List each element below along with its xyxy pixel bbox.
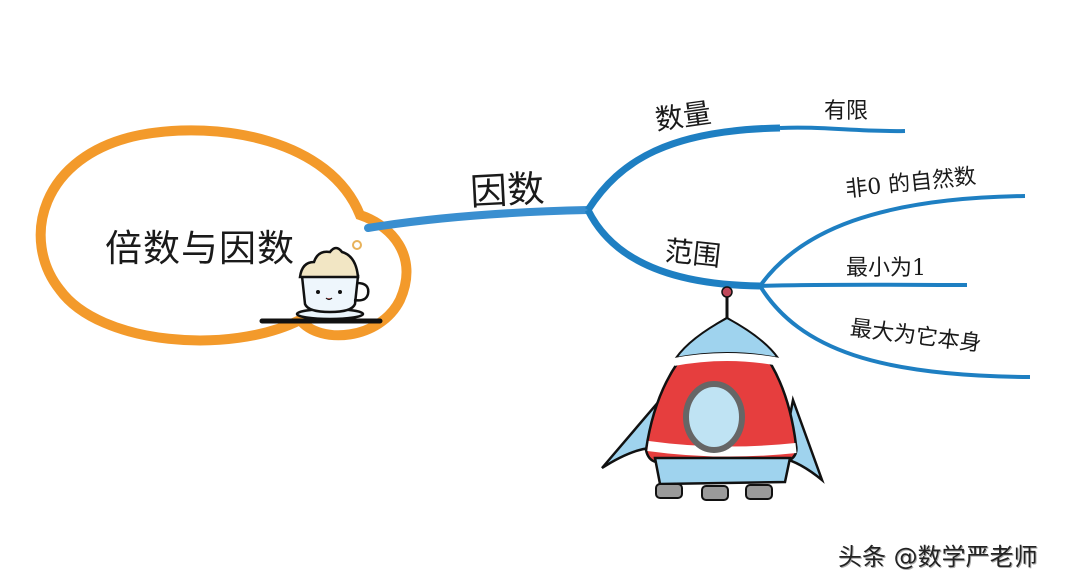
branch-fanwei-zuixiao xyxy=(759,282,968,288)
node-shuliang: 数量 xyxy=(653,96,714,137)
root-node-label: 倍数与因数 xyxy=(105,227,295,270)
branch-shuliang-youxian xyxy=(779,125,906,134)
node-fanwei: 范围 xyxy=(663,234,723,273)
branch-fanwei-zuida xyxy=(758,284,1031,379)
node-zuixiao: 最小为1 xyxy=(846,256,926,281)
node-youxian: 有限 xyxy=(824,99,869,124)
watermark: 头条 @数学严老师 xyxy=(838,543,1038,571)
branch-yinshu-fanwei xyxy=(584,208,761,290)
branch-root-yinshu xyxy=(364,206,592,232)
rocket-icon xyxy=(601,286,825,501)
branch-yinshu-shuliang xyxy=(585,124,781,212)
node-yinshu: 因数 xyxy=(469,167,546,214)
coffee-cup-icon xyxy=(259,240,383,324)
branch-fanwei-fei0 xyxy=(758,194,1026,288)
